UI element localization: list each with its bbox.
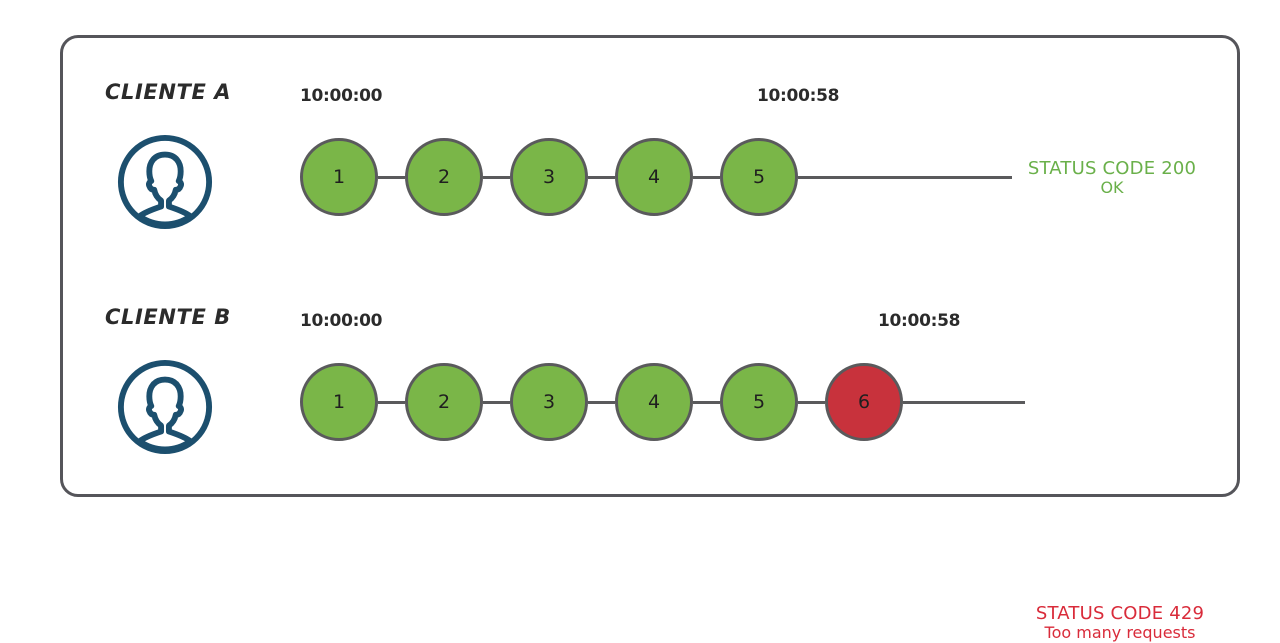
request-node-6-client-b[interactable]: 6	[825, 363, 903, 441]
chain-connector	[378, 176, 405, 179]
chain-connector	[378, 401, 405, 404]
request-node-3-client-b[interactable]: 3	[510, 363, 588, 441]
chain-connector	[588, 176, 615, 179]
timestamp-end-b: 10:00:58	[878, 311, 961, 331]
request-node-5-client-b[interactable]: 5	[720, 363, 798, 441]
chain-connector	[693, 401, 720, 404]
request-node-5-client-a[interactable]: 5	[720, 138, 798, 216]
request-node-1-client-a[interactable]: 1	[300, 138, 378, 216]
status-text-a: OK	[1100, 178, 1124, 198]
request-node-3-client-a[interactable]: 3	[510, 138, 588, 216]
status-code-b: STATUS CODE 429	[1035, 603, 1205, 624]
timestamp-start-b: 10:00:00	[300, 311, 383, 331]
request-node-2-client-b[interactable]: 2	[405, 363, 483, 441]
user-avatar-icon	[116, 358, 214, 456]
request-node-4-client-a[interactable]: 4	[615, 138, 693, 216]
client-b-label: CLIENTE B	[105, 305, 231, 329]
status-message-b: STATUS CODE 429 Too many requests	[1022, 603, 1218, 643]
chain-connector	[483, 176, 510, 179]
response-line-client-a	[798, 176, 1012, 179]
chain-connector	[483, 401, 510, 404]
chain-connector	[588, 401, 615, 404]
request-node-4-client-b[interactable]: 4	[615, 363, 693, 441]
chain-connector	[693, 176, 720, 179]
timestamp-start-a: 10:00:00	[300, 86, 383, 106]
chain-connector	[798, 401, 825, 404]
user-avatar-icon	[116, 133, 214, 231]
request-node-2-client-a[interactable]: 2	[405, 138, 483, 216]
response-line-client-b	[903, 401, 1025, 404]
timestamp-end-a: 10:00:58	[757, 86, 840, 106]
status-text-b: Too many requests	[1044, 623, 1196, 643]
status-message-a: STATUS CODE 200 OK	[1022, 158, 1202, 198]
status-code-a: STATUS CODE 200	[1027, 158, 1197, 179]
request-node-1-client-b[interactable]: 1	[300, 363, 378, 441]
client-a-label: CLIENTE A	[105, 80, 232, 104]
